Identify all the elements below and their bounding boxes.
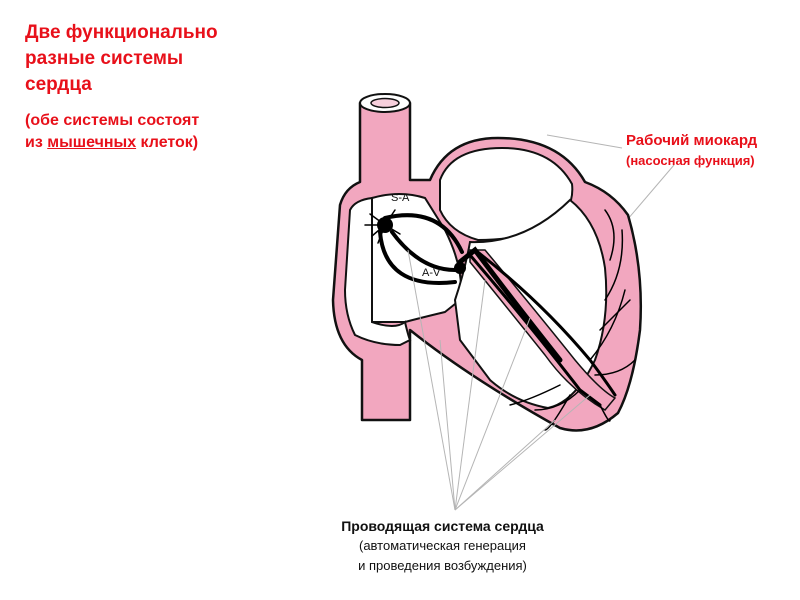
av-node-label: A-V [422,267,441,279]
internodal-tracts [378,213,464,285]
right-bundle-branch [468,253,602,407]
his-bundle [457,246,563,363]
conduction-system-title: Проводящая система сердца [341,518,544,534]
conduction-note-line-1: (автоматическая генерация [359,538,526,553]
subtitle-line-1: (обе системы состоят [25,112,200,129]
title-line-2: разные системы [25,48,184,69]
title-line-3: сердца [25,74,92,95]
diagram-title: Две функционально разные системы сердца [25,20,218,98]
av-node [454,262,466,274]
conduction-pointer-lines [407,249,591,511]
left-bundle-branch [473,248,617,397]
sa-node-label: S-A [391,192,410,204]
subtitle-prefix: из [25,134,48,151]
title-line-1: Две функционально [25,22,218,43]
conduction-system [364,209,636,431]
subtitle-line-2: из мышечных клеток) [25,132,199,154]
subtitle-underlined-word: мышечных [47,134,137,151]
conduction-system-label: Проводящая система сердца (автоматическа… [300,516,585,576]
diagram-subtitle: (обе системы состоят из мышечных клеток) [25,110,199,154]
conduction-note-line-2: и проведения возбуждения) [358,558,527,573]
working-myocardium-title: Рабочий миокард [626,132,758,149]
purkinje-fibers [509,209,636,431]
working-myocardium-label: Рабочий миокард (насосная функция) [626,131,757,171]
subtitle-suffix: клеток) [136,134,199,151]
aorta-lumen [370,97,400,109]
working-myocardium-note: (насосная функция) [626,153,755,168]
right-ventricle [343,196,412,347]
